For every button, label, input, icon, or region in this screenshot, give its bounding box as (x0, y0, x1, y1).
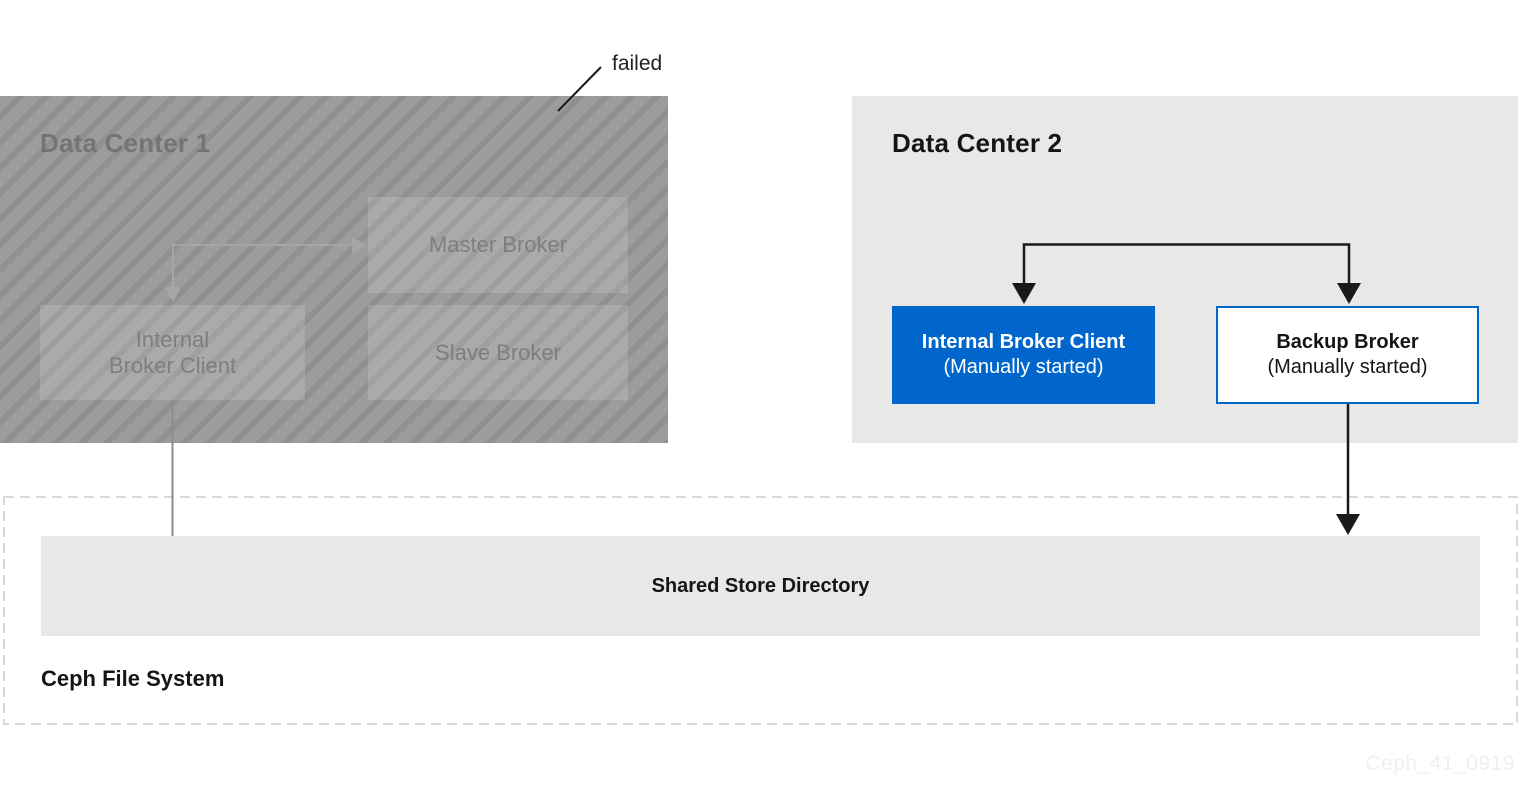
internal-broker-client-dc2-subtitle: (Manually started) (943, 356, 1104, 378)
internal-broker-client-dc1-node: Internal Broker Client (40, 305, 305, 400)
watermark-text: Ceph_41_0919 (1365, 752, 1515, 775)
backup-broker-subtitle: (Manually started) (1267, 356, 1428, 378)
master-broker-node: Master Broker (368, 197, 628, 293)
shared-store-directory-label: Shared Store Directory (651, 574, 870, 597)
backup-broker-node: Backup Broker (Manually started) (1216, 306, 1479, 404)
internal-broker-client-dc2-title: Internal Broker Client (921, 331, 1126, 353)
failed-label: failed (612, 52, 663, 75)
data-center-1-panel: Data Center 1 Master Broker Slave Broker… (0, 96, 668, 443)
shared-store-directory-bar: Shared Store Directory (41, 536, 1480, 636)
ceph-file-system-label: Ceph File System (41, 666, 225, 691)
backup-broker-title: Backup Broker (1276, 331, 1419, 353)
data-center-1-title: Data Center 1 (40, 128, 211, 158)
internal-broker-client-dc1-label: Internal Broker Client (108, 326, 237, 378)
master-broker-label: Master Broker (428, 232, 568, 257)
internal-broker-client-dc2-node: Internal Broker Client (Manually started… (892, 306, 1155, 404)
slave-broker-node: Slave Broker (368, 305, 628, 400)
data-center-2-title: Data Center 2 (892, 128, 1063, 158)
slave-broker-label: Slave Broker (435, 339, 561, 365)
